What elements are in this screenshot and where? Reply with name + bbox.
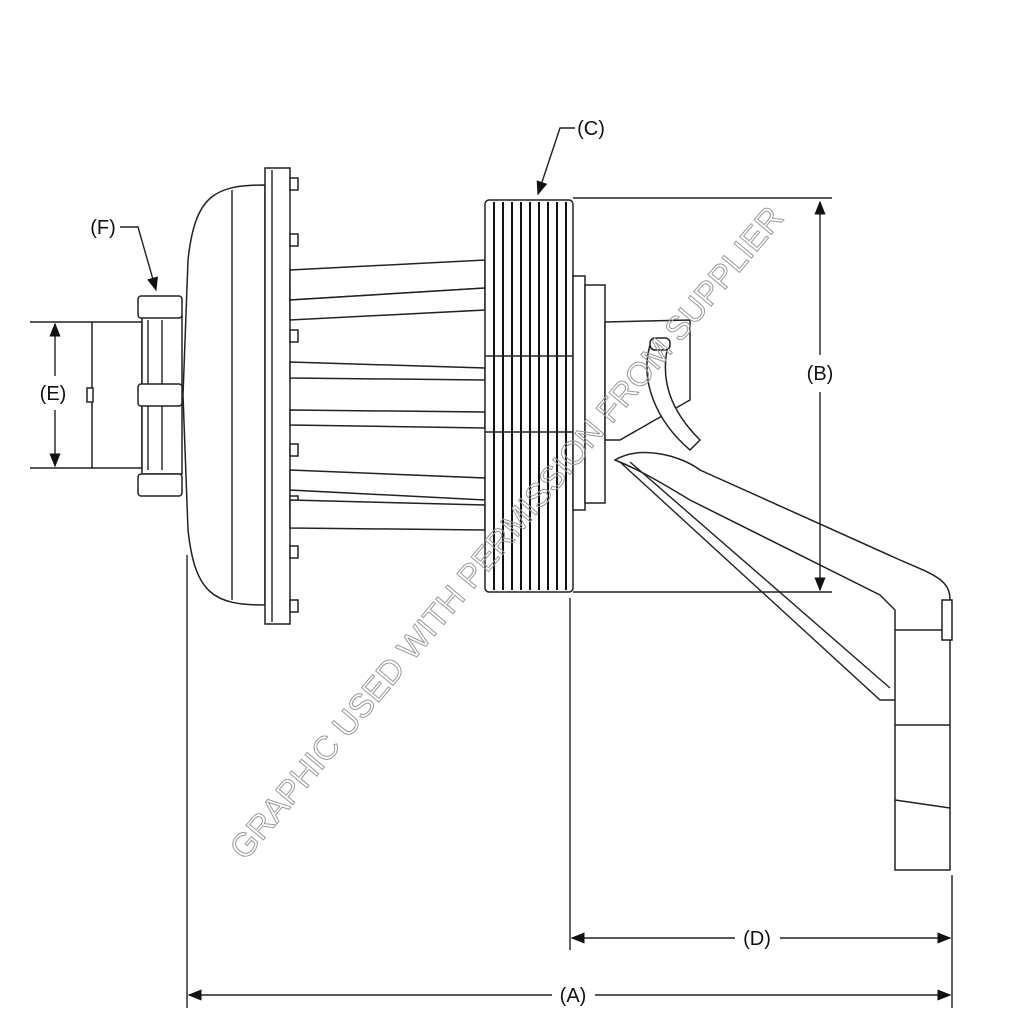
pulley xyxy=(484,199,606,593)
dimension-lines xyxy=(30,127,953,1008)
support-spokes xyxy=(289,259,486,531)
label-b: (B) xyxy=(807,363,834,385)
label-e: (E) xyxy=(40,383,67,405)
label-d: (D) xyxy=(743,928,771,950)
flange-bolts xyxy=(289,177,299,613)
front-hub xyxy=(86,295,183,497)
label-f: (F) xyxy=(90,217,116,239)
mounting-bracket xyxy=(573,197,953,871)
label-c: (C) xyxy=(577,118,605,140)
clutch-housing xyxy=(182,167,299,625)
label-a: (A) xyxy=(560,985,587,1007)
